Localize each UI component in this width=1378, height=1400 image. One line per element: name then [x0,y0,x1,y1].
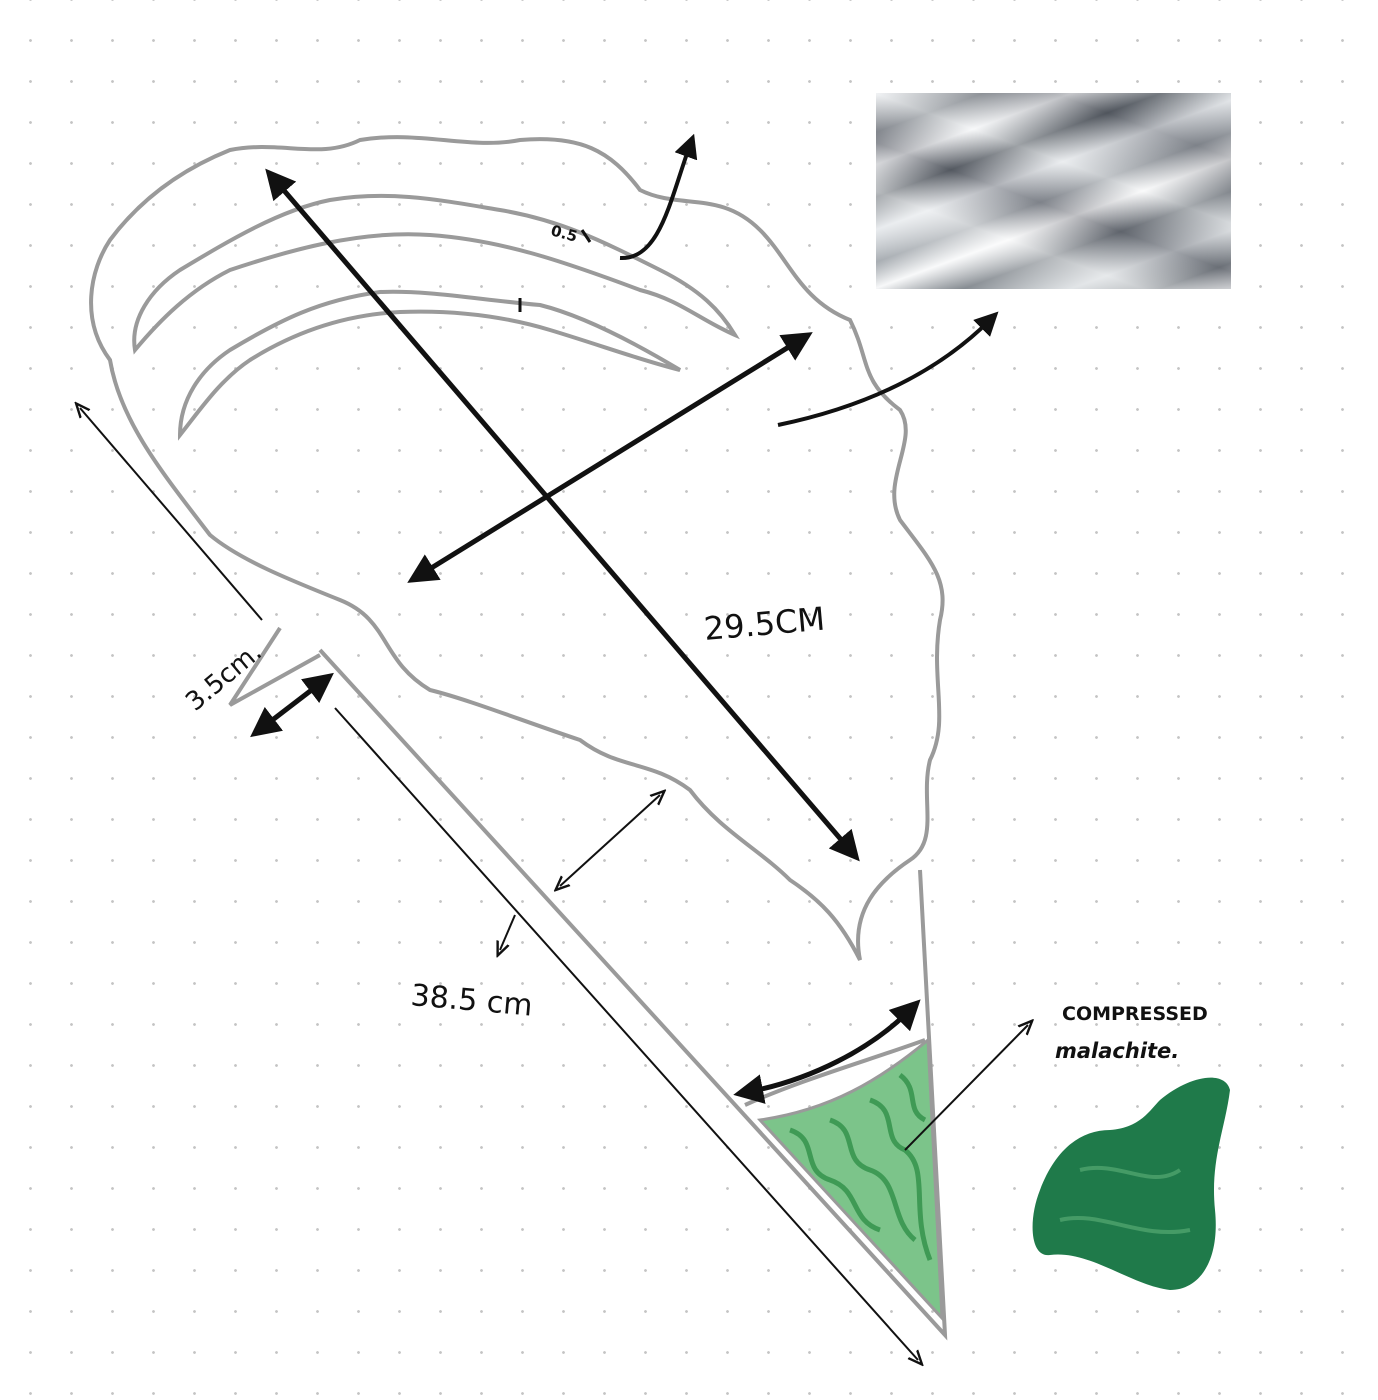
malachite-stone-image [1032,1077,1230,1290]
fan-fold-1 [132,193,740,355]
foil-texture-image [876,93,1231,289]
label-length-handle: 38.5 cm [409,978,534,1024]
fan-outline [89,135,945,961]
label-width-small: 0.5 [549,221,579,245]
label-length-main: 29.5CM [702,600,826,648]
label-material-name: malachite. [1055,1039,1179,1063]
label-depth-small: 3.5cm. [180,637,268,717]
label-material-title: COMPRESSED [1062,1003,1208,1025]
handle-outline [228,626,948,1341]
